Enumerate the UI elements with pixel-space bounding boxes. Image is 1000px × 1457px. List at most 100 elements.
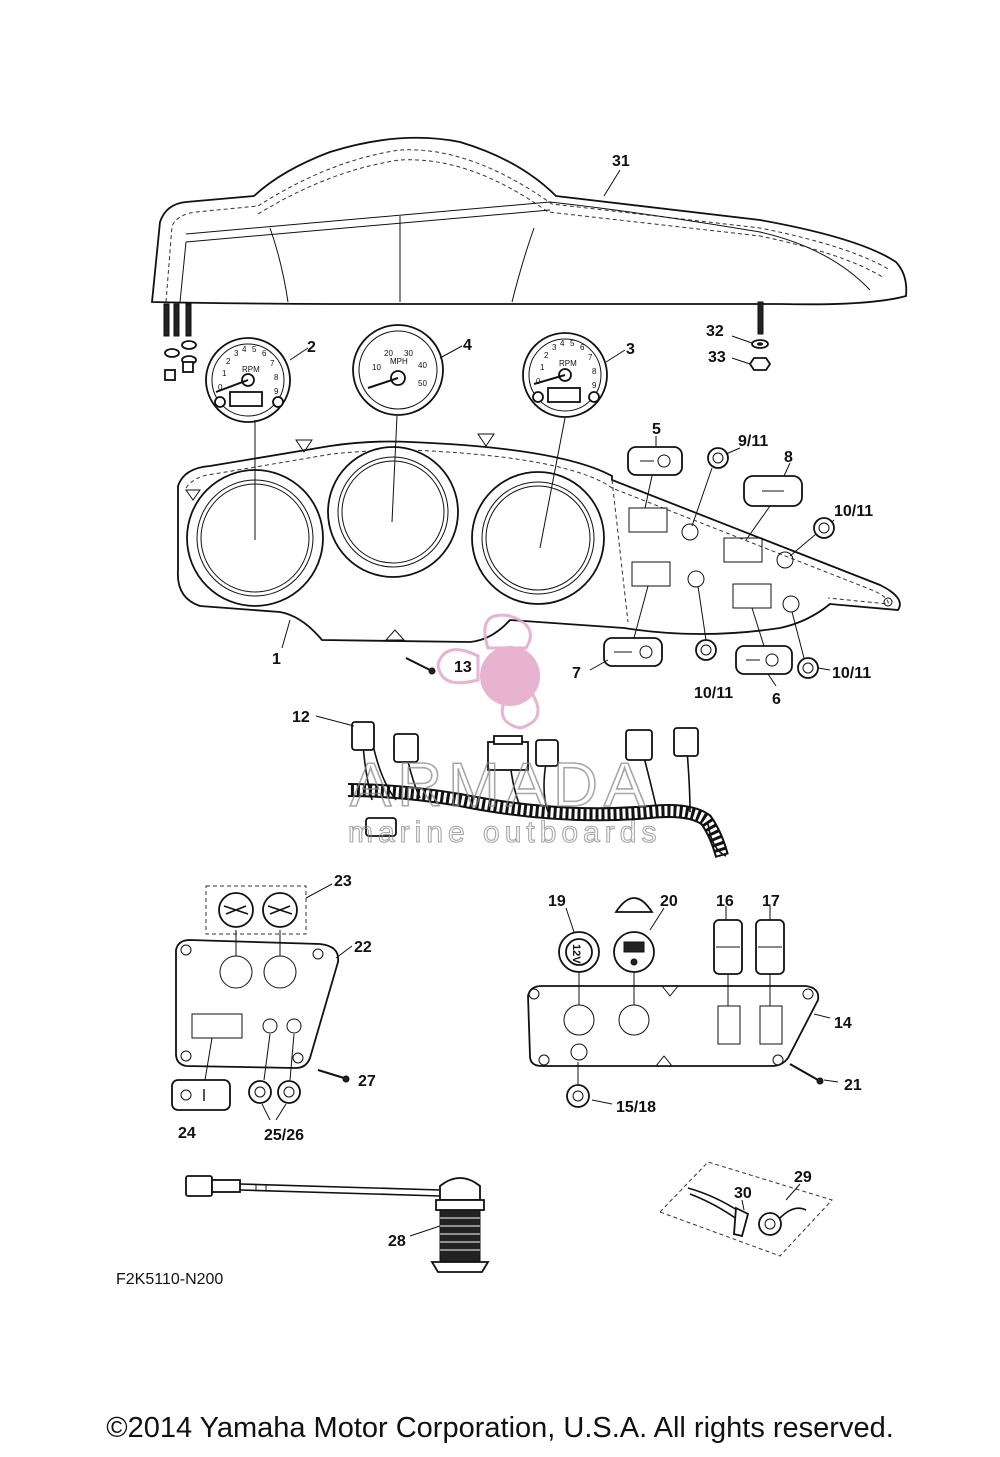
plug-10-11-lower: [695, 639, 717, 661]
plug-10-11-upper: [813, 517, 835, 539]
copyright-notice: ©2014 Yamaha Motor Corporation, U.S.A. A…: [106, 1412, 894, 1444]
wiring-harness-12: [347, 721, 729, 858]
plug-10-11-right: [797, 657, 819, 679]
speedo-tick: 40: [418, 361, 427, 370]
callout-25-26: 25/26: [264, 1127, 304, 1144]
tach-unit-label: RPM: [242, 365, 260, 374]
switch-7: [603, 637, 663, 667]
tach-tick: 5: [252, 345, 257, 354]
callout-19: 19: [548, 893, 566, 910]
usb-socket-20: [613, 897, 655, 973]
tach-tick: 6: [262, 349, 267, 358]
callout-6: 6: [772, 691, 781, 708]
washer-32: [751, 339, 769, 349]
dash-cover-31: [151, 136, 908, 337]
tach-tick: 4: [242, 345, 247, 354]
callout-28: 28: [388, 1233, 406, 1250]
figure-code: F2K5110-N200: [116, 1271, 224, 1288]
callout-3: 3: [626, 341, 635, 358]
screw-13: [405, 657, 436, 675]
tach3-unit-label: RPM: [559, 359, 577, 368]
watermark-subtitle: marine outboards: [348, 816, 661, 849]
speedometer-4: MPH 10 20 30 40 50: [352, 324, 444, 416]
callout-33: 33: [708, 349, 726, 366]
callout-21: 21: [844, 1077, 862, 1094]
callout-20: 20: [660, 893, 678, 910]
callout-27: 27: [358, 1073, 376, 1090]
callout-5: 5: [652, 421, 661, 438]
tach3-tick: 3: [552, 343, 557, 352]
callout-30: 30: [734, 1185, 752, 1202]
switch-24: [171, 1079, 231, 1111]
callout-8: 8: [784, 449, 793, 466]
tach3-tick: 5: [570, 339, 575, 348]
tach-tick: 8: [274, 373, 279, 382]
callout-29: 29: [794, 1169, 812, 1186]
callout-14: 14: [834, 1015, 852, 1032]
callout-10-11-right: 10/11: [832, 665, 871, 682]
watermark-logo: [436, 613, 540, 730]
screw-27: [317, 1069, 350, 1083]
tach3-tick: 2: [544, 351, 549, 360]
tach3-tick: 4: [560, 339, 565, 348]
tach-tick: 3: [234, 349, 239, 358]
knob-23-left: [218, 892, 254, 928]
callout-9-11: 9/11: [738, 433, 768, 450]
callout-23: 23: [334, 873, 352, 890]
tach3-tick: 0: [536, 377, 541, 386]
plug-15-18: [566, 1084, 590, 1108]
tach3-tick: 7: [588, 353, 593, 362]
speedo-tick: 20: [384, 349, 393, 358]
screw-21: [789, 1063, 824, 1085]
tachometer-2: RPM 0 1 2 3 4 5 6 7 8 9: [205, 337, 291, 423]
callout-22: 22: [354, 939, 372, 956]
plug-25-26-left: [248, 1080, 272, 1104]
sensor-28: [185, 1175, 490, 1273]
callout-17: 17: [762, 893, 780, 910]
callout-15-18: 15/18: [616, 1099, 656, 1116]
tach3-tick: 9: [592, 381, 597, 390]
tach-tick: 1: [222, 369, 227, 378]
callout-12: 12: [292, 709, 310, 726]
tach-tick: 2: [226, 357, 231, 366]
socket-12v-label: 12V: [570, 944, 582, 964]
plug-25-26-right: [277, 1080, 301, 1104]
switch-8: [743, 475, 803, 507]
key-30: [733, 1206, 750, 1238]
tach-tick: 0: [218, 383, 223, 392]
sub-panel-14: [527, 985, 820, 1067]
callout-2: 2: [307, 339, 316, 356]
tach3-tick: 8: [592, 367, 597, 376]
knob-23-right: [262, 892, 298, 928]
sub-panel-22: [175, 939, 340, 1069]
washers-nuts-left: [164, 340, 197, 381]
tach-tick: 7: [270, 359, 275, 368]
callout-13: 13: [454, 659, 472, 676]
watermark-brand: ARMADA: [350, 751, 651, 820]
callout-4: 4: [463, 337, 472, 354]
tach3-tick: 1: [540, 363, 545, 372]
switch-5: [627, 446, 683, 476]
tachometer-3: RPM 0 1 2 3 4 5 6 7 8 9: [522, 332, 608, 418]
dash-panel-1: [177, 433, 901, 643]
callout-16: 16: [716, 893, 734, 910]
speedo-tick: 50: [418, 379, 427, 388]
callout-7: 7: [572, 665, 581, 682]
switch-17: [755, 919, 785, 975]
nut-33: [748, 357, 772, 371]
callout-31: 31: [612, 153, 630, 170]
tach-tick: 9: [274, 387, 279, 396]
speedo-tick: 10: [372, 363, 381, 372]
speedo-tick: 30: [404, 349, 413, 358]
callout-10-11-lower: 10/11: [694, 685, 733, 702]
switch-16: [713, 919, 743, 975]
speedo-unit-label: MPH: [390, 357, 408, 366]
callout-1: 1: [272, 651, 281, 668]
callout-24: 24: [178, 1125, 196, 1142]
callout-32: 32: [706, 323, 724, 340]
plug-9-11: [707, 447, 729, 469]
tach3-tick: 6: [580, 343, 585, 352]
knob-group-23: [205, 885, 307, 935]
socket-19: 12V: [558, 931, 600, 973]
